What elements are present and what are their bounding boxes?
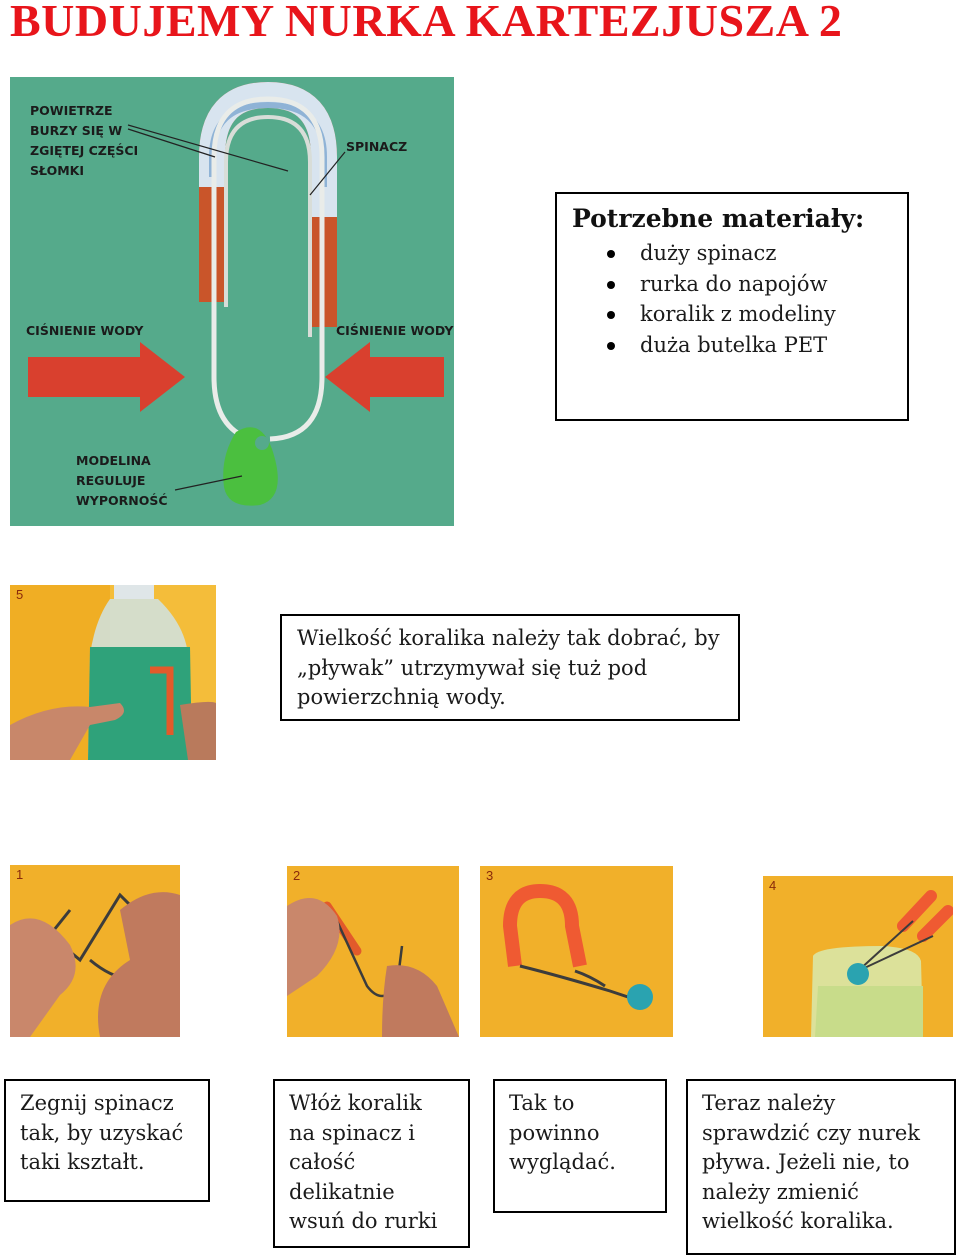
list-item: duża butelka PET — [607, 330, 836, 361]
bead-note-text: Wielkość koralika należy tak dobrać, by … — [297, 626, 720, 709]
photo-step-number: 4 — [769, 878, 777, 893]
list-item: duży spinacz — [607, 238, 836, 269]
pressure-arrow-left — [28, 342, 185, 412]
photo-step-number: 5 — [16, 587, 24, 602]
label-clay-line: REGULUJE — [76, 473, 146, 488]
caption-text-2: Włóż koralik na spinacz i całość delikat… — [289, 1091, 438, 1233]
label-pressure-right: CIŚNIENIE WODY — [336, 323, 454, 338]
list-item: koralik z modeliny — [607, 299, 836, 330]
label-air-line: BURZY SIĘ W — [30, 123, 123, 138]
label-clay: MODELINA REGULUJE WYPORNOŚĆ — [76, 451, 168, 511]
label-air: POWIETRZE BURZY SIĘ W ZGIĘTEJ CZĘŚCI SŁO… — [30, 101, 138, 181]
materials-heading: Potrzebne materiały: — [572, 204, 865, 233]
caption-text-4: Teraz należy sprawdzić czy nurek pływa. … — [702, 1091, 921, 1233]
diver-diagram: POWIETRZE BURZY SIĘ W ZGIĘTEJ CZĘŚCI SŁO… — [10, 77, 454, 526]
photo-step-number: 3 — [486, 868, 494, 883]
pressure-arrow-right — [325, 342, 444, 412]
page-title: BUDUJEMY NURKA KARTEZJUSZA 2 — [10, 0, 843, 46]
photo-step-number: 2 — [293, 868, 301, 883]
photo-step-4: 4 — [763, 876, 953, 1037]
caption-text-1: Zegnij spinacz tak, by uzyskać taki kszt… — [20, 1091, 184, 1174]
caption-text-3: Tak to powinno wyglądać. — [509, 1091, 616, 1174]
list-item: rurka do napojów — [607, 269, 836, 300]
photo-step-number: 1 — [16, 867, 24, 882]
photo-step-1: 1 — [10, 865, 180, 1037]
label-air-line: ZGIĘTEJ CZĘŚCI — [30, 143, 139, 158]
materials-list: duży spinacz rurka do napojów koralik z … — [607, 238, 836, 360]
photo-step-2: 2 — [287, 866, 459, 1037]
diver-diagram-illustration — [10, 77, 454, 526]
label-clay-line: MODELINA — [76, 453, 151, 468]
label-air-line: POWIETRZE — [30, 103, 113, 118]
caption-box-1: Zegnij spinacz tak, by uzyskać taki kszt… — [4, 1079, 210, 1202]
label-clip: SPINACZ — [346, 139, 408, 154]
label-air-line: SŁOMKI — [30, 163, 84, 178]
bead-note-box: Wielkość koralika należy tak dobrać, by … — [280, 614, 740, 721]
materials-box: Potrzebne materiały: duży spinacz rurka … — [555, 192, 909, 421]
photo-step-3: 3 — [480, 866, 673, 1037]
label-pressure-left: CIŚNIENIE WODY — [26, 323, 144, 338]
caption-box-2: Włóż koralik na spinacz i całość delikat… — [273, 1079, 470, 1248]
photo-step-5: 5 — [10, 585, 216, 760]
caption-box-4: Teraz należy sprawdzić czy nurek pływa. … — [686, 1079, 956, 1255]
caption-box-3: Tak to powinno wyglądać. — [493, 1079, 667, 1213]
label-clay-line: WYPORNOŚĆ — [76, 493, 168, 508]
